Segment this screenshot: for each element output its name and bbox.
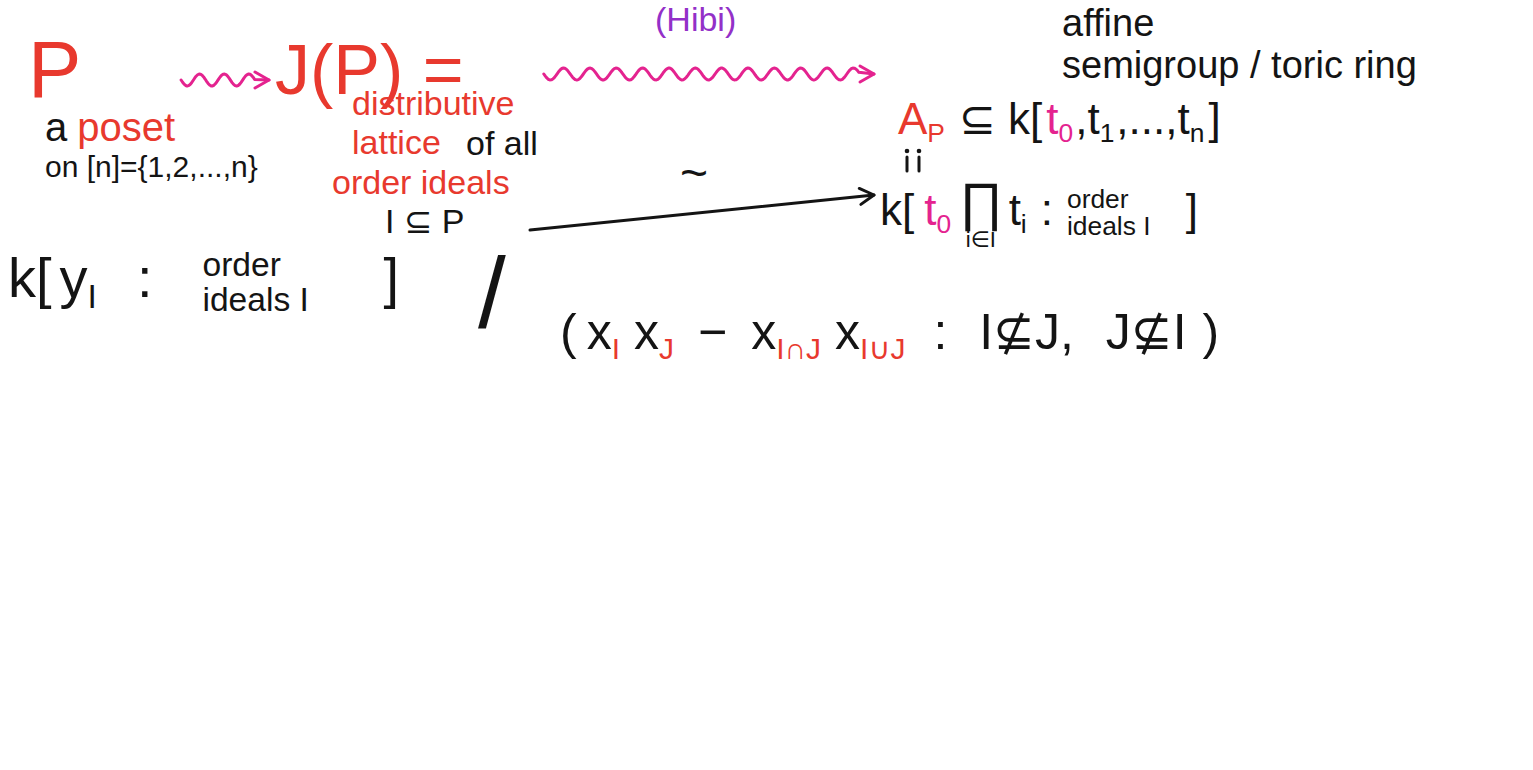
text-line: semigroup / toric ring [1062,44,1417,88]
edge-label: ~ [677,149,711,197]
math-text: : [137,246,153,309]
math-text: x [751,304,776,360]
definition-bar [918,157,921,171]
text-line: order ideals [332,163,510,202]
arrow-head [859,188,874,204]
subscript: I∪J [860,332,905,365]
math-text: of all [466,124,538,162]
math-text: affine [1062,2,1154,44]
arrow-head [860,66,874,82]
math-node: k[yI:order ideals I]/(xIxJ−xI∩JxI∪J: I⊈J… [2,230,1225,371]
math-node: Paposet [22,18,181,156]
text-line: (xIxJ−xI∩JxI∪J: I⊈J, J⊈I) [560,304,1219,362]
text-line: AP ⊆ k[t0,t1,...,tn] [898,94,1221,145]
math-text: P [28,25,81,114]
subscript: J [659,332,674,365]
text-line: k[yI: order ideals I] [8,246,399,317]
text-line: of all [466,124,538,163]
math-text: x [634,304,659,360]
note-label: on [n]={1,2,...,n} [45,150,258,185]
connector-line [181,74,269,86]
math-text: t [1046,94,1058,143]
math-text: ] [384,246,400,309]
math-text: ,t [1075,94,1099,143]
math-text: t [924,185,936,234]
math-node: affinesemigroup / toric ringAP⊆ k[t0,t1,… [874,0,1423,257]
math-text: A [898,94,927,143]
subscript: I [88,278,97,315]
definition-dot [905,149,910,154]
definition-bar [906,157,909,171]
connector-line [530,195,874,230]
small-note: order ideals I [202,247,343,318]
math-text: poset [77,105,175,149]
math-text: ⊆ k[ [959,94,1042,143]
math-text: k[ [880,185,914,234]
definition-dot [917,149,922,154]
math-text: x [835,304,860,360]
math-text: y [60,246,88,309]
connector [181,72,269,88]
math-text: x [587,304,612,360]
math-text: / [478,237,506,349]
text-line: P [28,24,81,116]
text-line: k[t0∏i∈Iti:order ideals I] [880,176,1198,251]
subscript: n [1190,118,1205,148]
product-with-index: ∏i∈I [959,176,1002,251]
arrow-head [255,72,269,88]
connector [544,66,874,82]
connector-line [544,68,874,80]
subscript: i [1021,209,1027,239]
subscript: 0 [1059,118,1074,148]
math-text: t [1009,185,1021,234]
text-line: aposet [45,104,175,150]
subscript: 0 [936,209,951,239]
product-index: i∈I [959,229,1002,251]
math-text: semigroup / toric ring [1062,44,1417,86]
math-text: : I⊈J, J⊈I [933,304,1186,360]
math-text: ( [560,304,577,360]
math-text: k[ [8,246,52,309]
math-text: order ideals [332,163,510,201]
math-text: a [45,105,67,149]
math-text: I ⊆ P [385,202,465,240]
title: (Hibi) [655,0,736,39]
math-text: ] [1186,185,1198,234]
math-text: − [698,304,727,360]
product-sign: ∏ [959,176,1002,229]
math-text: : [1041,185,1053,234]
math-node: J(P) =distributive latticeof allorder id… [269,24,544,247]
subscript: I [612,332,620,365]
text-line: / [478,236,506,351]
math-text: ) [1203,304,1220,360]
math-text: ] [1208,94,1220,143]
text-line: affine [1062,2,1154,46]
subscript: P [927,118,945,148]
subscript: I∩J [776,332,821,365]
small-note: order ideals I [1067,186,1178,241]
definition-symbol [905,149,922,171]
subscript: 1 [1100,118,1115,148]
math-text: ,...,t [1116,94,1189,143]
text-line: I ⊆ P [385,202,465,241]
